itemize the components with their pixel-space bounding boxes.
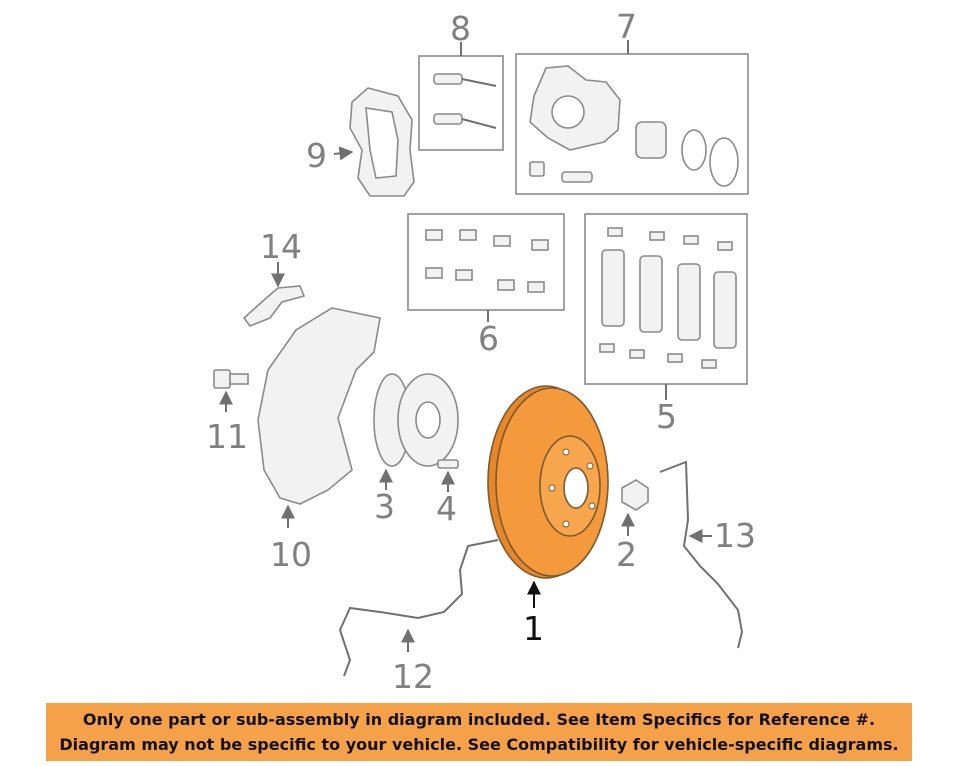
callout-1: 1 — [523, 609, 544, 648]
callout-13: 13 — [714, 516, 756, 555]
splash-shield-part — [257, 307, 381, 505]
hardware-clip-part — [425, 229, 549, 293]
callout-10: 10 — [270, 535, 312, 574]
disclaimer-line-2: Diagram may not be specific to your vehi… — [59, 735, 899, 754]
disclaimer-line-1: Only one part or sub-assembly in diagram… — [82, 710, 876, 729]
caliper-box — [515, 53, 749, 195]
nut-part — [621, 479, 649, 511]
sensor-bracket-part — [242, 285, 306, 327]
callout-12: 12 — [392, 657, 434, 696]
callout-6: 6 — [478, 319, 499, 358]
abs-harness-part — [338, 539, 499, 677]
callout-3: 3 — [374, 487, 395, 526]
caliper-part — [529, 65, 739, 187]
callout-11: 11 — [206, 417, 248, 456]
rotor-center-hole — [563, 467, 589, 509]
callout-7: 7 — [616, 7, 637, 46]
callout-4: 4 — [436, 489, 457, 528]
guide-pin-box — [418, 55, 504, 151]
brake-pad-part — [599, 227, 737, 369]
callout-5: 5 — [656, 397, 677, 436]
callout-2: 2 — [616, 535, 637, 574]
caliper-bracket-part — [349, 87, 415, 197]
brake-assembly-diagram: 9 8 7 6 5 — [206, 7, 756, 696]
callout-9: 9 — [306, 136, 327, 175]
bolt-part — [213, 369, 249, 389]
callout-14: 14 — [260, 227, 302, 266]
callout-8: 8 — [450, 9, 471, 48]
pad-wear-sensor-part — [659, 460, 744, 649]
brake-rotor-part — [487, 385, 609, 579]
hardware-kit-box — [407, 213, 565, 311]
wheel-hub-part — [373, 373, 459, 467]
wheel-stud-part — [437, 459, 459, 469]
guide-pin-part — [433, 73, 497, 129]
disclaimer-banner: Only one part or sub-assembly in diagram… — [46, 703, 912, 761]
